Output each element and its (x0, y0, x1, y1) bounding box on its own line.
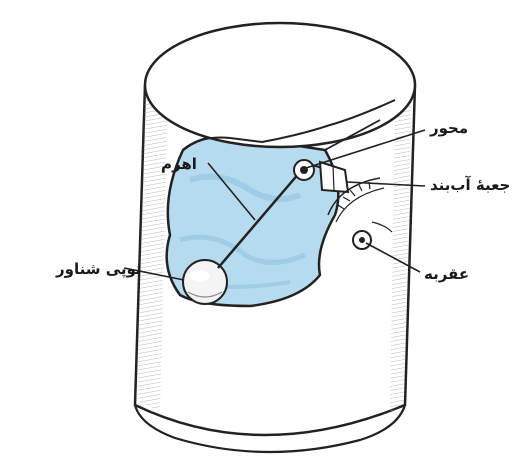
label-axis: محور (430, 121, 468, 136)
tank-top (145, 23, 415, 147)
label-needle: عقربه (424, 267, 469, 282)
label-seal-box: جعبهٔ آب‌بند (430, 178, 510, 193)
label-float-ball: توپی شناور (56, 262, 142, 277)
label-lever: اهرم (161, 157, 197, 172)
